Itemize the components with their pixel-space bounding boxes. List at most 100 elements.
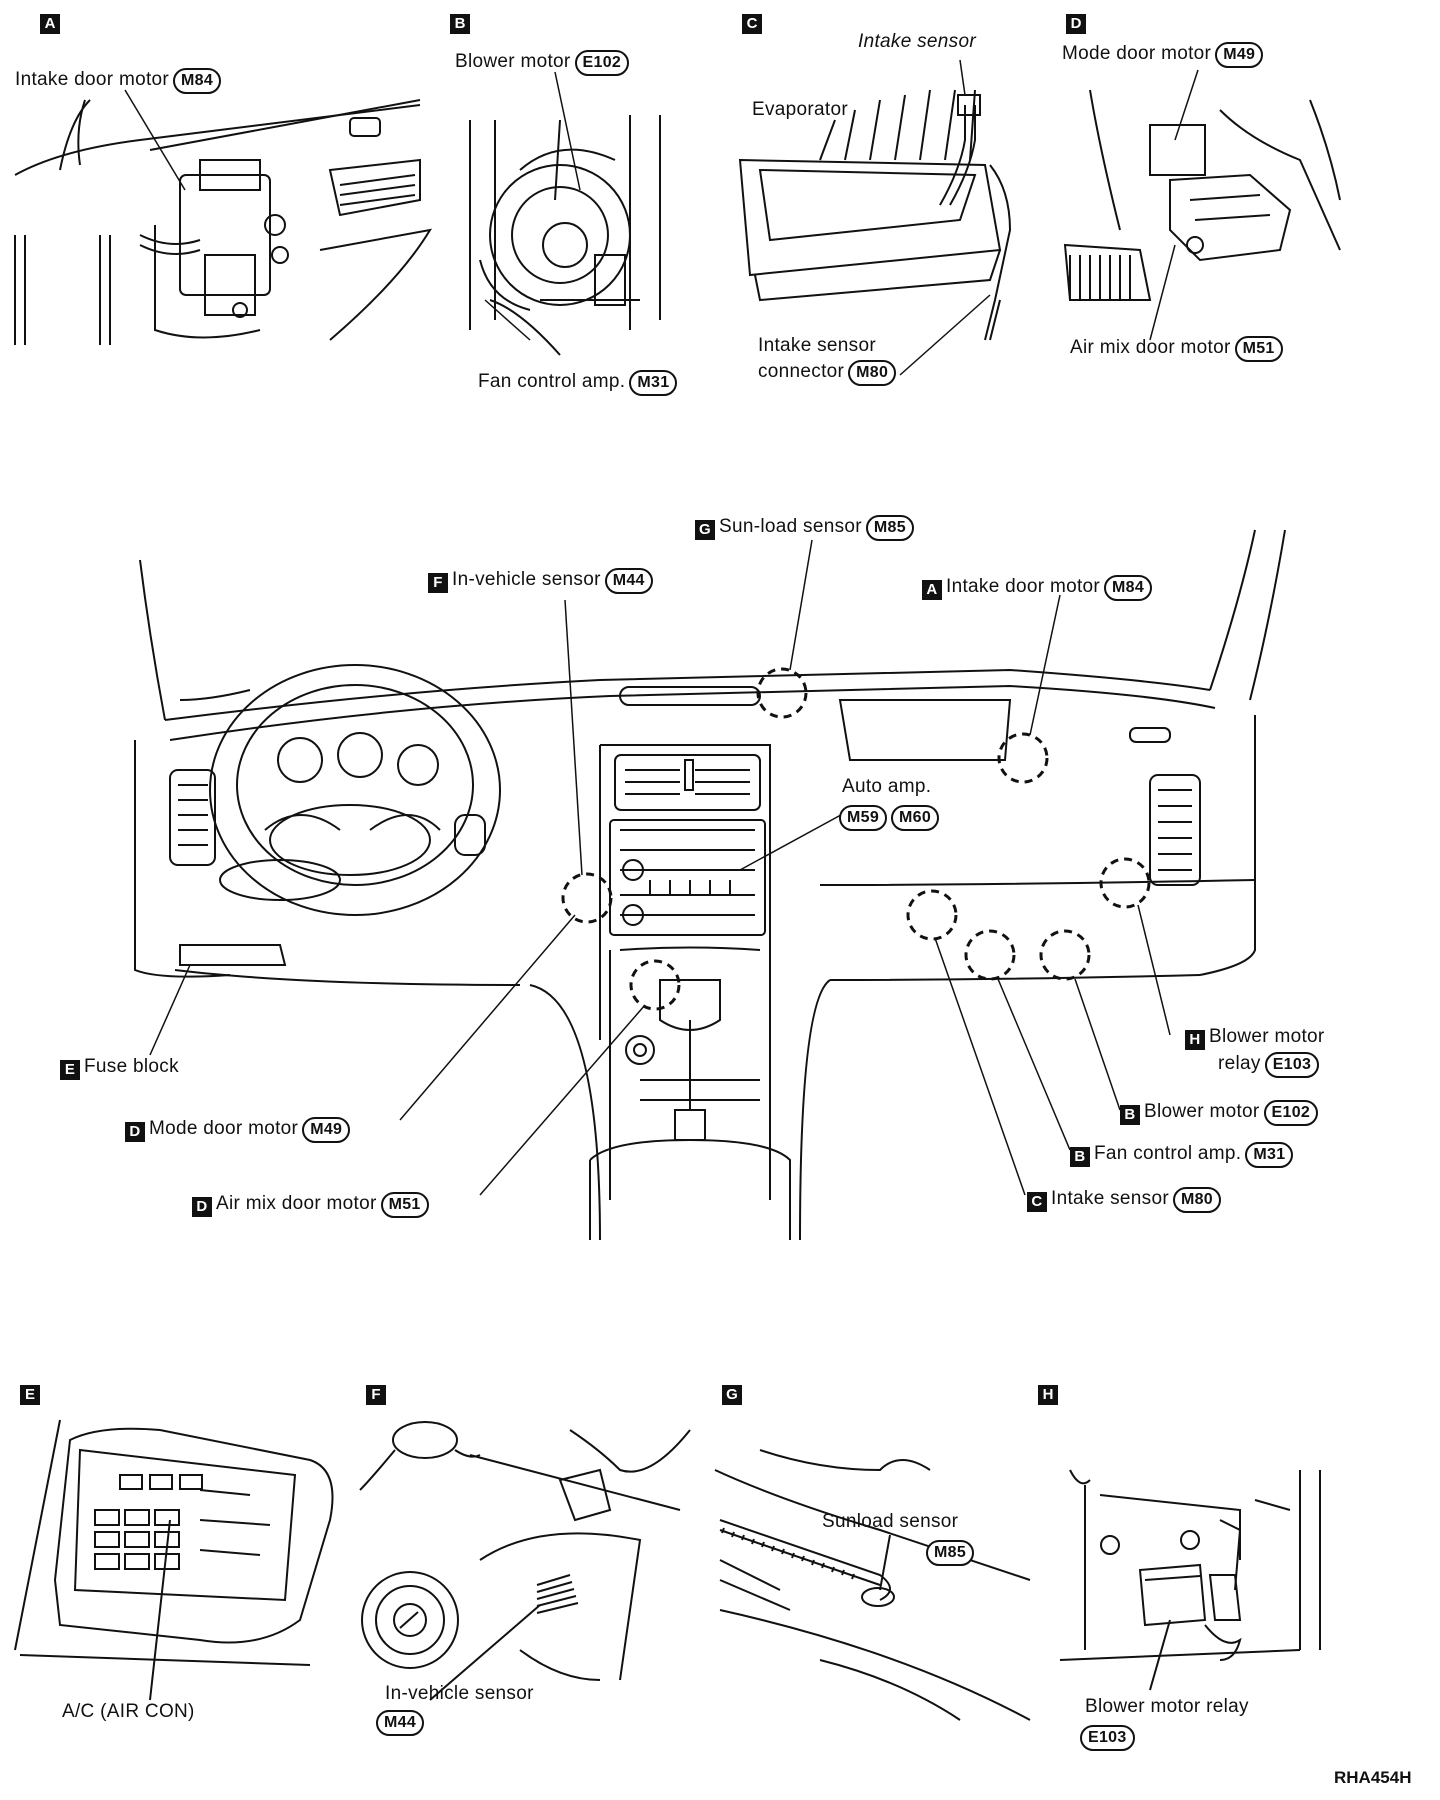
label-text: Blower motor relay: [1085, 1696, 1249, 1717]
label-text: Fan control amp.: [478, 371, 626, 392]
label-sunload-sensor-connector: M85: [922, 1540, 975, 1566]
dashboard-illustration: [134, 529, 1286, 1241]
connector-badge: M31: [629, 370, 678, 396]
label-auto-amp: Auto amp.: [842, 775, 931, 799]
panel-a-illustration: [14, 99, 432, 345]
label-fan-control-amp-detail: Fan control amp.M31: [478, 370, 678, 396]
connector-badge: M85: [865, 515, 914, 541]
label-ac-fuse: A/C (AIR CON): [62, 1700, 195, 1724]
label-text: Sunload sensor: [822, 1511, 959, 1532]
connector-badge-m59: M59: [839, 805, 888, 831]
label-text: Air mix door motor: [216, 1193, 377, 1214]
letter-tag: A: [922, 580, 942, 600]
panel-letter-f: F: [366, 1385, 386, 1405]
label-text: Intake sensor: [858, 31, 976, 52]
panel-g-illustration: [714, 1449, 1031, 1721]
marker-in-vehicle: [561, 872, 613, 924]
panel-letter-a: A: [40, 14, 60, 34]
connector-badge: M49: [302, 1117, 351, 1143]
label-text: Sun-load sensor: [719, 516, 862, 537]
label-text: Fuse block: [84, 1056, 179, 1077]
connector-badge: E102: [1263, 1100, 1319, 1126]
label-evaporator: Evaporator: [752, 98, 848, 122]
letter-tag: E: [60, 1060, 80, 1080]
letter-tag: H: [1185, 1030, 1205, 1050]
leader-lines: [124, 59, 1199, 1196]
label-blower-motor-relay-connector: E103: [1076, 1725, 1135, 1751]
panel-b-illustration: [469, 115, 661, 356]
label-sunload-sensor-detail: Sunload sensor: [822, 1510, 958, 1534]
label-text: Mode door motor: [149, 1118, 299, 1139]
marker-intake-door: [997, 732, 1049, 784]
connector-badge: M84: [1104, 575, 1153, 601]
label-text: Auto amp.: [842, 776, 932, 797]
letter-tag: D: [192, 1197, 212, 1217]
marker-air-mix: [629, 959, 681, 1011]
label-text: In-vehicle sensor: [385, 1683, 534, 1704]
label-text: Intake sensor: [1051, 1188, 1169, 1209]
label-text: Intake door motor: [15, 69, 170, 90]
connector-badge: E102: [574, 50, 630, 76]
connector-badge-m60: M60: [891, 805, 940, 831]
figure-code: RHA454H: [1334, 1768, 1412, 1787]
letter-tag: B: [1070, 1147, 1090, 1167]
connector-badge: M44: [376, 1710, 425, 1736]
label-text: Blower motor: [1209, 1026, 1325, 1047]
label-text: Evaporator: [752, 99, 848, 120]
label-text: Blower motor: [455, 51, 571, 72]
label-text: A/C (AIR CON): [62, 1701, 195, 1722]
connector-badge: M51: [1234, 336, 1283, 362]
label-intake-sensor-detail: Intake sensor: [858, 30, 976, 54]
letter-tag: F: [428, 573, 448, 593]
label-text: Mode door motor: [1062, 43, 1212, 64]
location-markers: [561, 667, 1151, 1011]
label-intake-sensor-connector-line1: Intake sensor: [758, 334, 876, 358]
panel-h-illustration: [1059, 1469, 1321, 1691]
letter-tag: B: [1120, 1105, 1140, 1125]
label-in-vehicle-sensor-detail: In-vehicle sensor: [385, 1682, 534, 1706]
connector-badge: M80: [1172, 1187, 1221, 1213]
connector-badge: E103: [1264, 1052, 1320, 1078]
marker-sunload: [756, 667, 808, 719]
panel-c-illustration: [738, 89, 1012, 341]
panel-letter-b: B: [450, 14, 470, 34]
panel-e-illustration: [14, 1419, 334, 1701]
label-text: Intake sensor: [758, 335, 876, 356]
connector-badge: M80: [848, 360, 897, 386]
panel-letter-g: G: [722, 1385, 742, 1405]
label-text: Intake door motor: [946, 576, 1101, 597]
label-text: Air mix door motor: [1070, 337, 1231, 358]
label-text: Fan control amp.: [1094, 1143, 1242, 1164]
panel-letter-c: C: [742, 14, 762, 34]
connector-badge: E103: [1080, 1725, 1135, 1751]
panel-f-illustration: [359, 1421, 691, 1701]
label-text: Blower motor: [1144, 1101, 1260, 1122]
label-blower-motor-relay-detail: Blower motor relay: [1085, 1695, 1249, 1719]
panel-letter-e: E: [20, 1385, 40, 1405]
letter-tag: G: [695, 520, 715, 540]
panel-letter-d: D: [1066, 14, 1086, 34]
marker-relay: [1099, 857, 1151, 909]
connector-badge: M85: [926, 1540, 975, 1566]
connector-badge: M51: [380, 1192, 429, 1218]
marker-fan-amp: [964, 929, 1016, 981]
label-text: connector: [758, 361, 845, 382]
letter-tag: D: [125, 1122, 145, 1142]
label-in-vehicle-sensor-connector: M44: [372, 1710, 425, 1736]
